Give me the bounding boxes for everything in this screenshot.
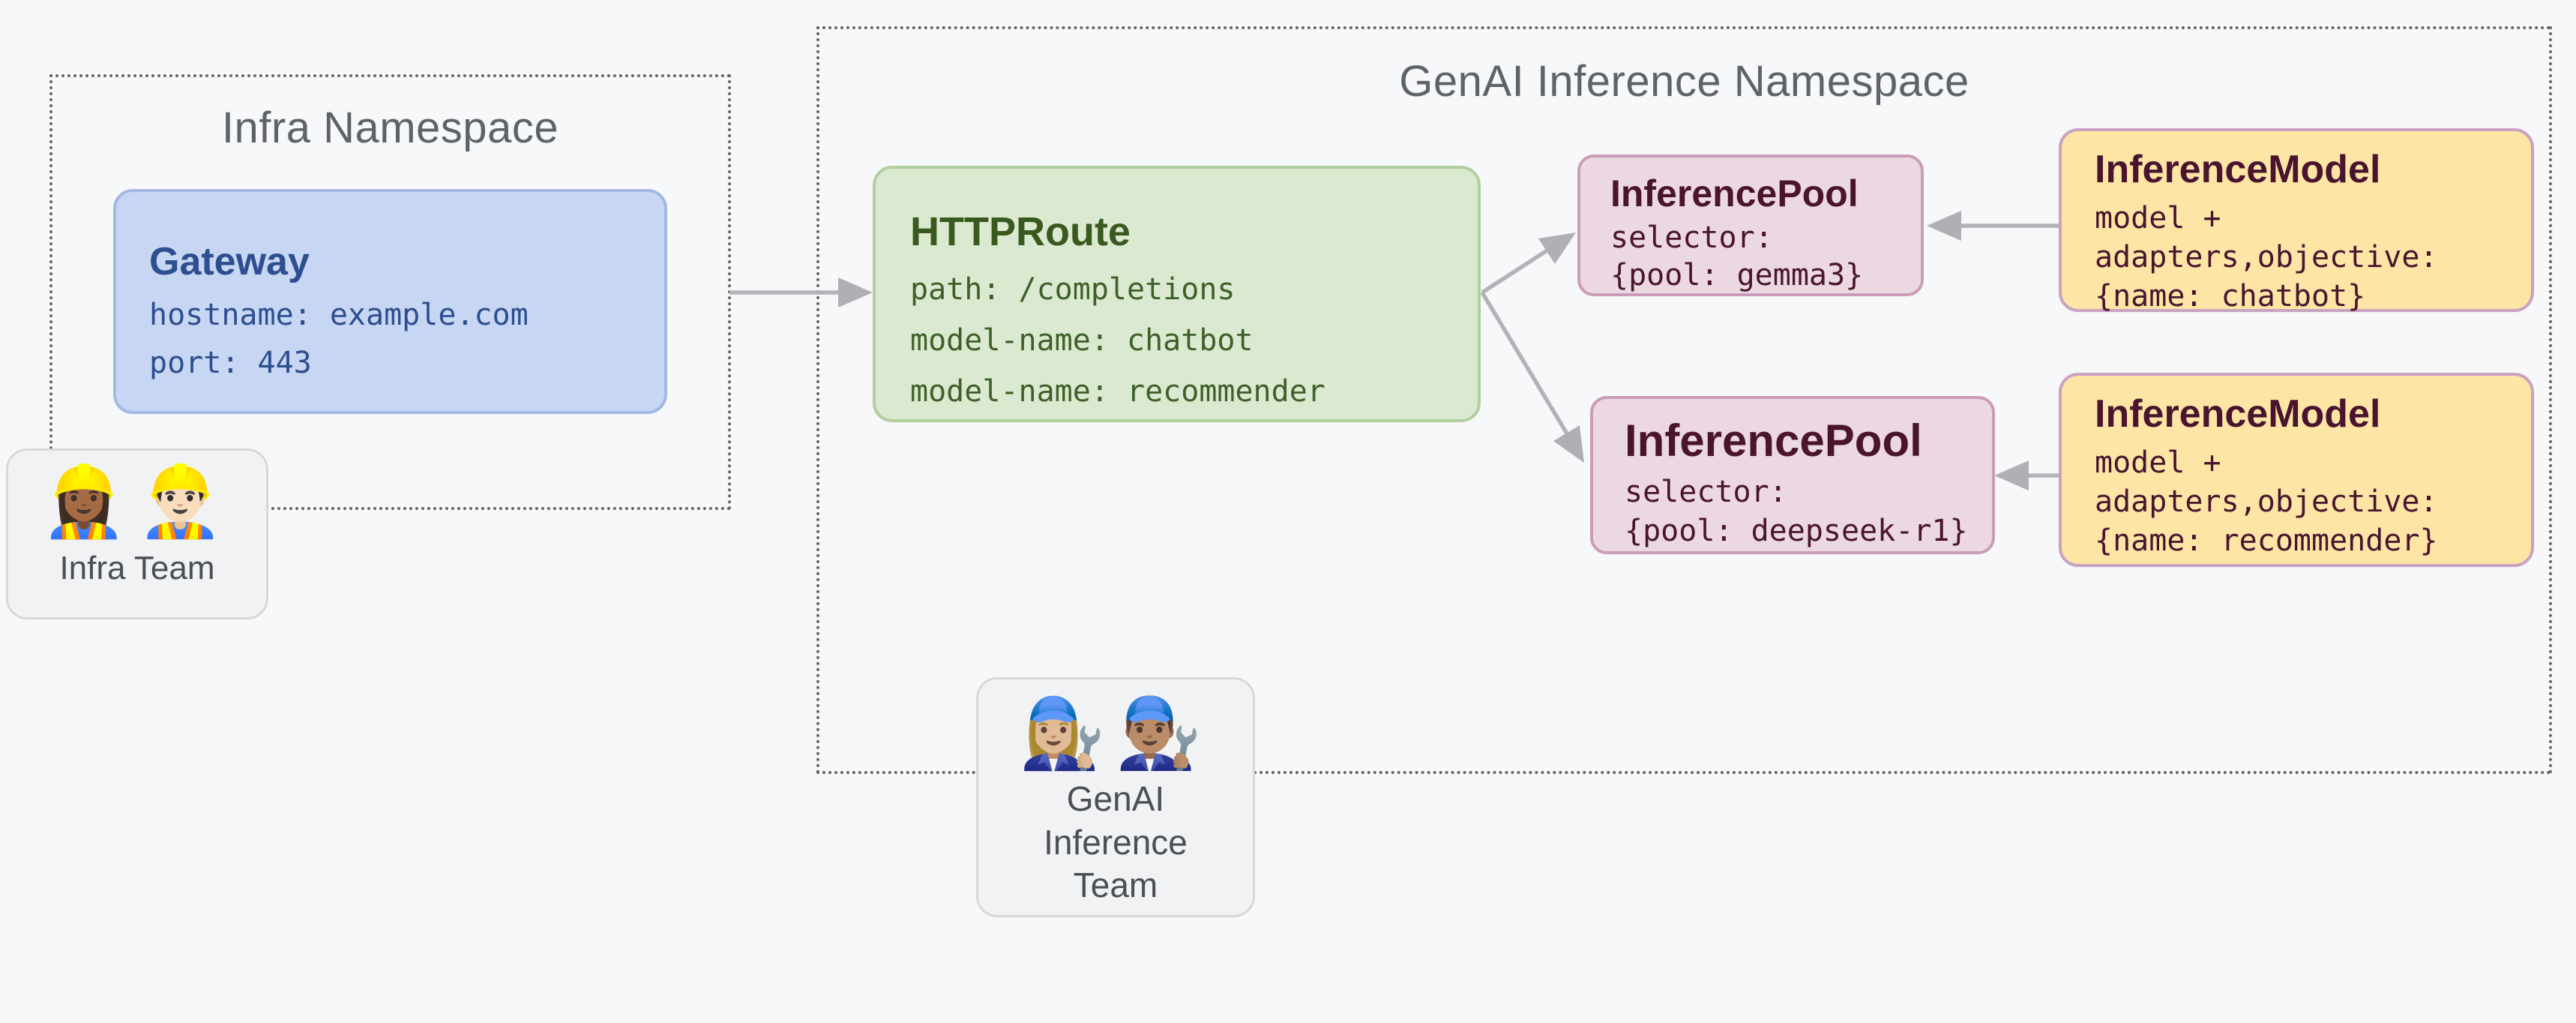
woman-mechanic-emoji: 👩🏼‍🔧 [1019, 695, 1116, 772]
inference-model-chatbot-line-1: model + [2095, 201, 2221, 236]
httproute-model-chatbot-line: model-name: chatbot [910, 322, 1254, 358]
gateway-node-title: Gateway [149, 240, 310, 284]
inference-model-chatbot-node: InferenceModel model + adapters,objectiv… [2059, 128, 2534, 314]
genai-team-label: GenAI Inference Team [1044, 779, 1188, 905]
inference-model-recommender-node: InferenceModel model + adapters,objectiv… [2059, 373, 2534, 567]
inference-pool-gemma-title: InferencePool [1610, 172, 1859, 214]
inference-model-recommender-line-3: {name: recommender} [2095, 524, 2438, 559]
inference-pool-deepseek-selector-line: selector: [1625, 475, 1787, 509]
httproute-path-line: path: /completions [910, 272, 1236, 307]
inference-pool-gemma-selector-line: selector: [1610, 220, 1773, 255]
gateway-node: Gateway hostname: example.com port: 443 [113, 189, 667, 414]
infra-team-card: 👷🏾‍♀️👷🏻‍♂️ Infra Team [6, 448, 268, 620]
httproute-model-recommender-line: model-name: recommender [910, 374, 1325, 409]
inference-pool-deepseek-value-line: {pool: deepseek-r1} [1625, 514, 1968, 548]
httproute-node-title: HTTPRoute [910, 209, 1131, 254]
inference-model-recommender-line-2: adapters,objective: [2095, 484, 2438, 520]
inference-pool-gemma-value-line: {pool: gemma3} [1610, 258, 1864, 292]
infra-team-emojis: 👷🏾‍♀️👷🏻‍♂️ [8, 464, 266, 540]
genai-team-emojis: 👩🏼‍🔧👨🏽‍🔧 [978, 695, 1253, 772]
inference-model-recommender-title: InferenceModel [2095, 392, 2381, 436]
gateway-port-line: port: 443 [149, 346, 312, 381]
woman-construction-worker-emoji: 👷🏾‍♀️ [40, 464, 137, 540]
infra-namespace-title: Infra Namespace [221, 104, 559, 152]
inference-pool-deepseek-node: InferencePool selector: {pool: deepseek-… [1590, 396, 1995, 554]
inference-model-recommender-line-1: model + [2095, 446, 2221, 481]
genai-namespace-region: GenAI Inference Namespace [816, 26, 2552, 774]
httproute-node: HTTPRoute path: /completions model-name:… [873, 166, 1481, 422]
genai-inference-team-card: 👩🏼‍🔧👨🏽‍🔧 GenAI Inference Team [976, 677, 1255, 917]
inference-pool-gemma-node: InferencePool selector: {pool: gemma3} [1577, 154, 1924, 296]
infra-team-label: Infra Team [59, 550, 215, 587]
man-mechanic-emoji: 👨🏽‍🔧 [1116, 695, 1212, 772]
gateway-hostname-line: hostname: example.com [149, 298, 529, 333]
infra-namespace-region: Infra Namespace [49, 74, 731, 510]
genai-namespace-title: GenAI Inference Namespace [1399, 57, 1969, 106]
man-construction-worker-emoji: 👷🏻‍♂️ [137, 464, 234, 540]
inference-pool-deepseek-title: InferencePool [1625, 416, 1922, 466]
inference-model-chatbot-line-2: adapters,objective: [2095, 240, 2438, 275]
inference-model-chatbot-title: InferenceModel [2095, 148, 2381, 191]
inference-model-chatbot-line-3: {name: chatbot} [2095, 279, 2366, 314]
